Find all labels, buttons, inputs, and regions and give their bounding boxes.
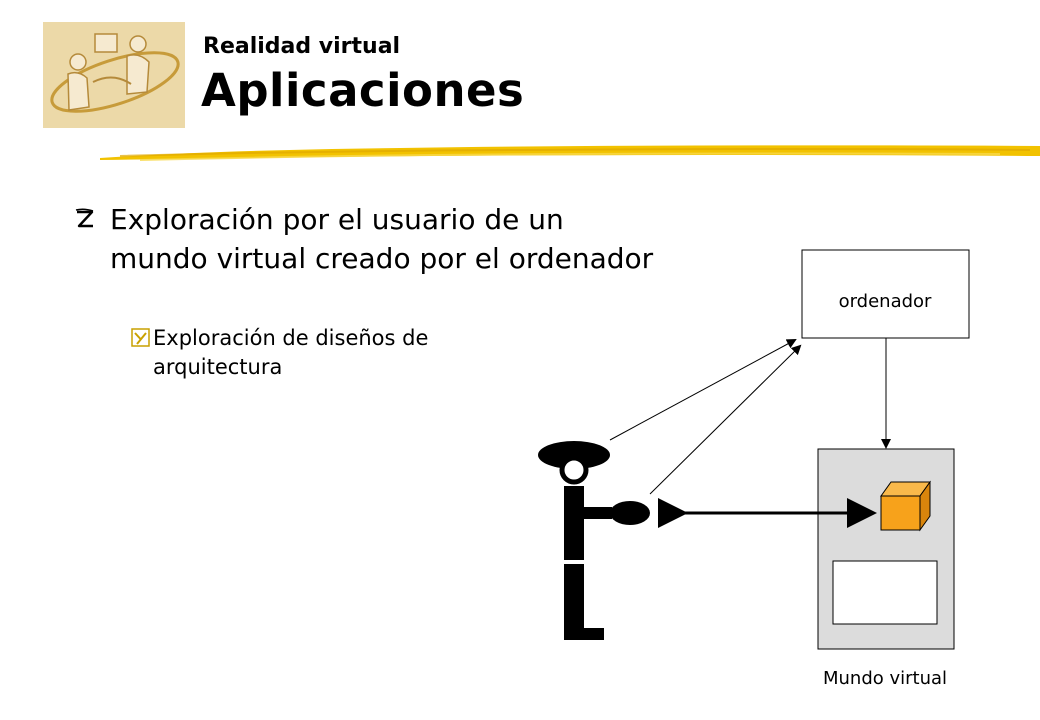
bullet-item-level-1: Exploración por el usuario de un mundo v…	[74, 200, 654, 278]
bullet-text-level-1: Exploración por el usuario de un mundo v…	[110, 203, 654, 275]
virtual-world-label: Mundo virtual	[823, 668, 947, 689]
computer-label: ordenador	[839, 291, 932, 312]
brush-stroke-divider	[100, 138, 1040, 168]
slide-subtitle: Realidad virtual	[203, 34, 401, 59]
y-bullet-icon	[131, 328, 153, 352]
head-to-computer-arrow	[609, 339, 797, 441]
cube-icon	[880, 480, 931, 532]
virtual-world-panel	[817, 448, 955, 650]
hand-to-computer-arrow	[649, 344, 802, 495]
bullet-item-level-2: Exploración de diseños de arquitectura	[131, 324, 531, 382]
slide-title: Aplicaciones	[201, 64, 525, 117]
bullet-text-level-2: Exploración de diseños de arquitectura	[153, 326, 429, 379]
user-figure	[538, 441, 650, 640]
virtual-world-inner-box	[832, 560, 938, 625]
z-bullet-icon	[74, 206, 110, 234]
logo-image	[43, 22, 185, 128]
computer-box	[801, 249, 970, 339]
